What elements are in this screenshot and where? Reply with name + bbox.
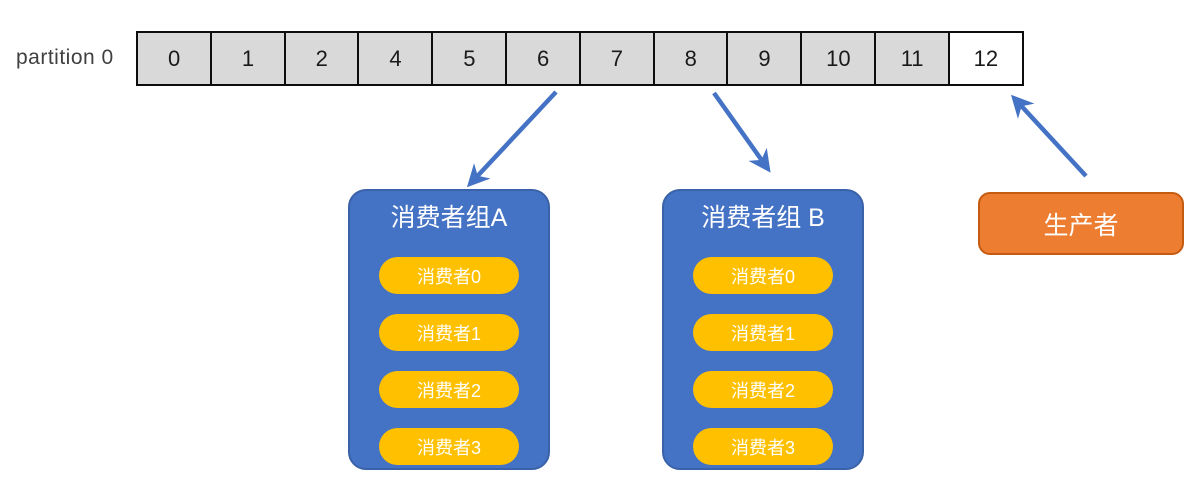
consumer-pill: 消费者2 xyxy=(379,371,519,408)
consumer-pill: 消费者1 xyxy=(693,314,833,351)
partition-cell-12: 12 xyxy=(947,31,1025,86)
consumer-pill: 消费者3 xyxy=(693,428,833,465)
consumer-group-b-title: 消费者组 B xyxy=(701,204,825,232)
consumer-group-a: 消费者组A 消费者0 消费者1 消费者2 消费者3 xyxy=(348,189,550,470)
consumer-pill: 消费者0 xyxy=(693,257,833,294)
partition-cell-6: 6 xyxy=(504,31,582,86)
consumer-group-b: 消费者组 B 消费者0 消费者1 消费者2 消费者3 xyxy=(662,189,864,470)
arrow-cell-6-to-consumer-group-a xyxy=(466,90,558,188)
producer-box: 生产者 xyxy=(978,192,1184,255)
partition-cell-1: 1 xyxy=(209,31,287,86)
partition-label: partition 0 xyxy=(16,46,114,69)
arrow-cell-8-to-consumer-group-b xyxy=(712,91,771,173)
partition-cell-8: 8 xyxy=(652,31,729,86)
consumer-group-b-pills: 消费者0 消费者1 消费者2 消费者3 xyxy=(693,257,833,465)
consumer-pill: 消费者2 xyxy=(693,371,833,408)
partition-cell-2: 2 xyxy=(283,31,360,86)
partition-cell-10: 10 xyxy=(800,31,877,86)
partition-cell-5: 5 xyxy=(431,31,508,86)
consumer-pill: 消费者3 xyxy=(379,428,519,465)
partition-cell-4: 4 xyxy=(357,31,434,86)
partition-cell-7: 7 xyxy=(578,31,656,86)
producer-label: 生产者 xyxy=(1043,211,1119,240)
arrow-producer-to-cell-12 xyxy=(1010,94,1088,178)
partition-cell-9: 9 xyxy=(726,31,803,86)
consumer-group-a-pills: 消费者0 消费者1 消费者2 消费者3 xyxy=(379,257,519,465)
partition-cell-11: 11 xyxy=(873,31,951,86)
partition-cell-0: 0 xyxy=(136,31,213,86)
consumer-pill: 消费者0 xyxy=(379,257,519,294)
consumer-group-a-title: 消费者组A xyxy=(390,204,508,232)
consumer-pill: 消费者1 xyxy=(379,314,519,351)
